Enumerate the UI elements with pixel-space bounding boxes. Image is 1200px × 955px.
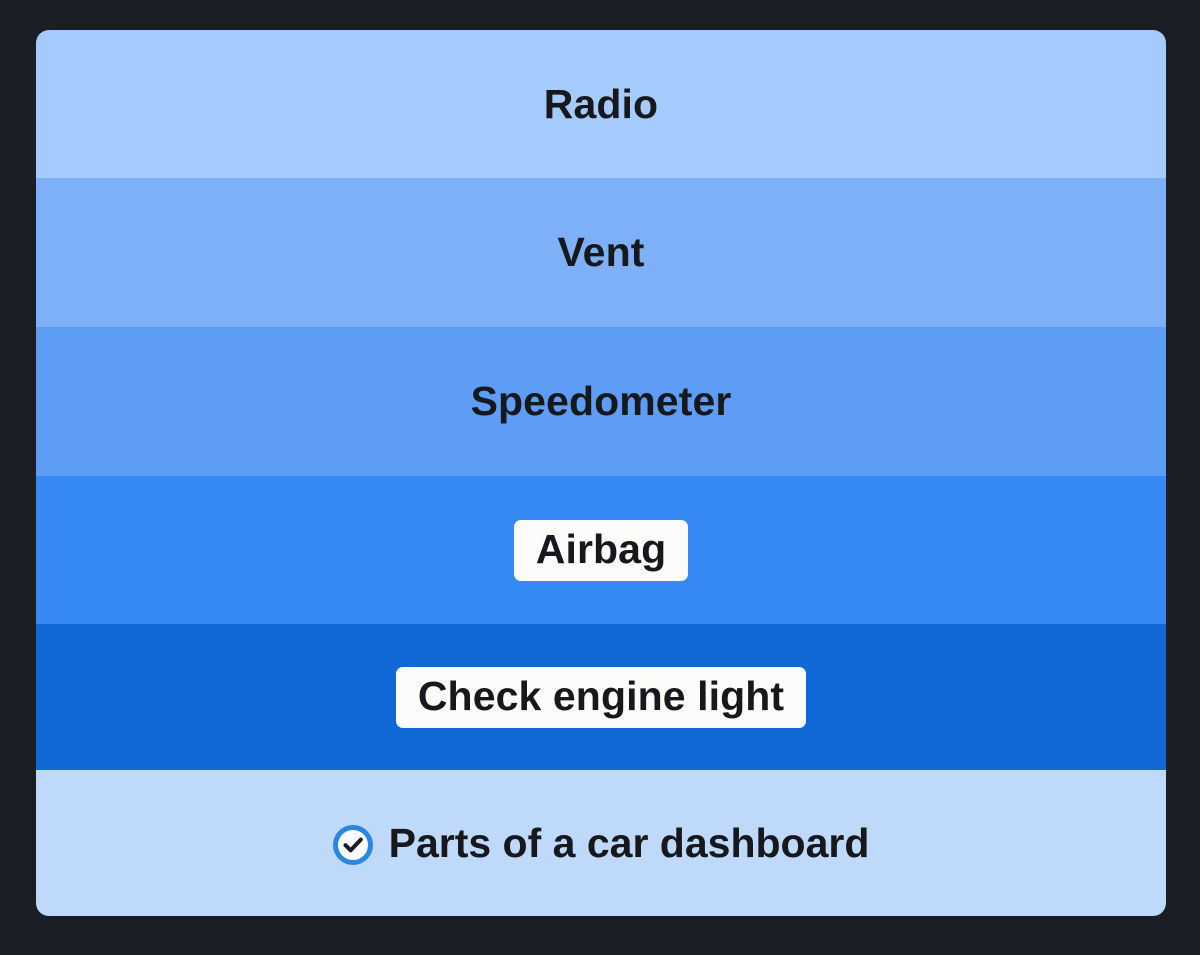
car-dashboard-parts-card: Radio Vent Speedometer Airbag Check engi… <box>36 30 1166 916</box>
list-item-check-engine-light[interactable]: Check engine light <box>36 624 1166 770</box>
check-circle-icon <box>332 825 373 865</box>
list-item-airbag[interactable]: Airbag <box>36 476 1166 624</box>
airbag-chip[interactable]: Airbag <box>513 519 689 581</box>
check-engine-light-chip[interactable]: Check engine light <box>395 666 807 728</box>
list-item-label: Vent <box>557 229 645 275</box>
list-item-label: Check engine light <box>417 672 785 719</box>
list-item-radio[interactable]: Radio <box>36 30 1166 178</box>
category-footer: Parts of a car dashboard <box>36 770 1166 916</box>
list-item-label: Radio <box>543 80 659 127</box>
list-item-label: Airbag <box>535 525 667 572</box>
list-item-label: Speedometer <box>470 378 732 424</box>
list-item-vent[interactable]: Vent <box>36 178 1166 327</box>
list-item-speedometer[interactable]: Speedometer <box>36 327 1166 476</box>
category-title: Parts of a car dashboard <box>388 819 870 866</box>
